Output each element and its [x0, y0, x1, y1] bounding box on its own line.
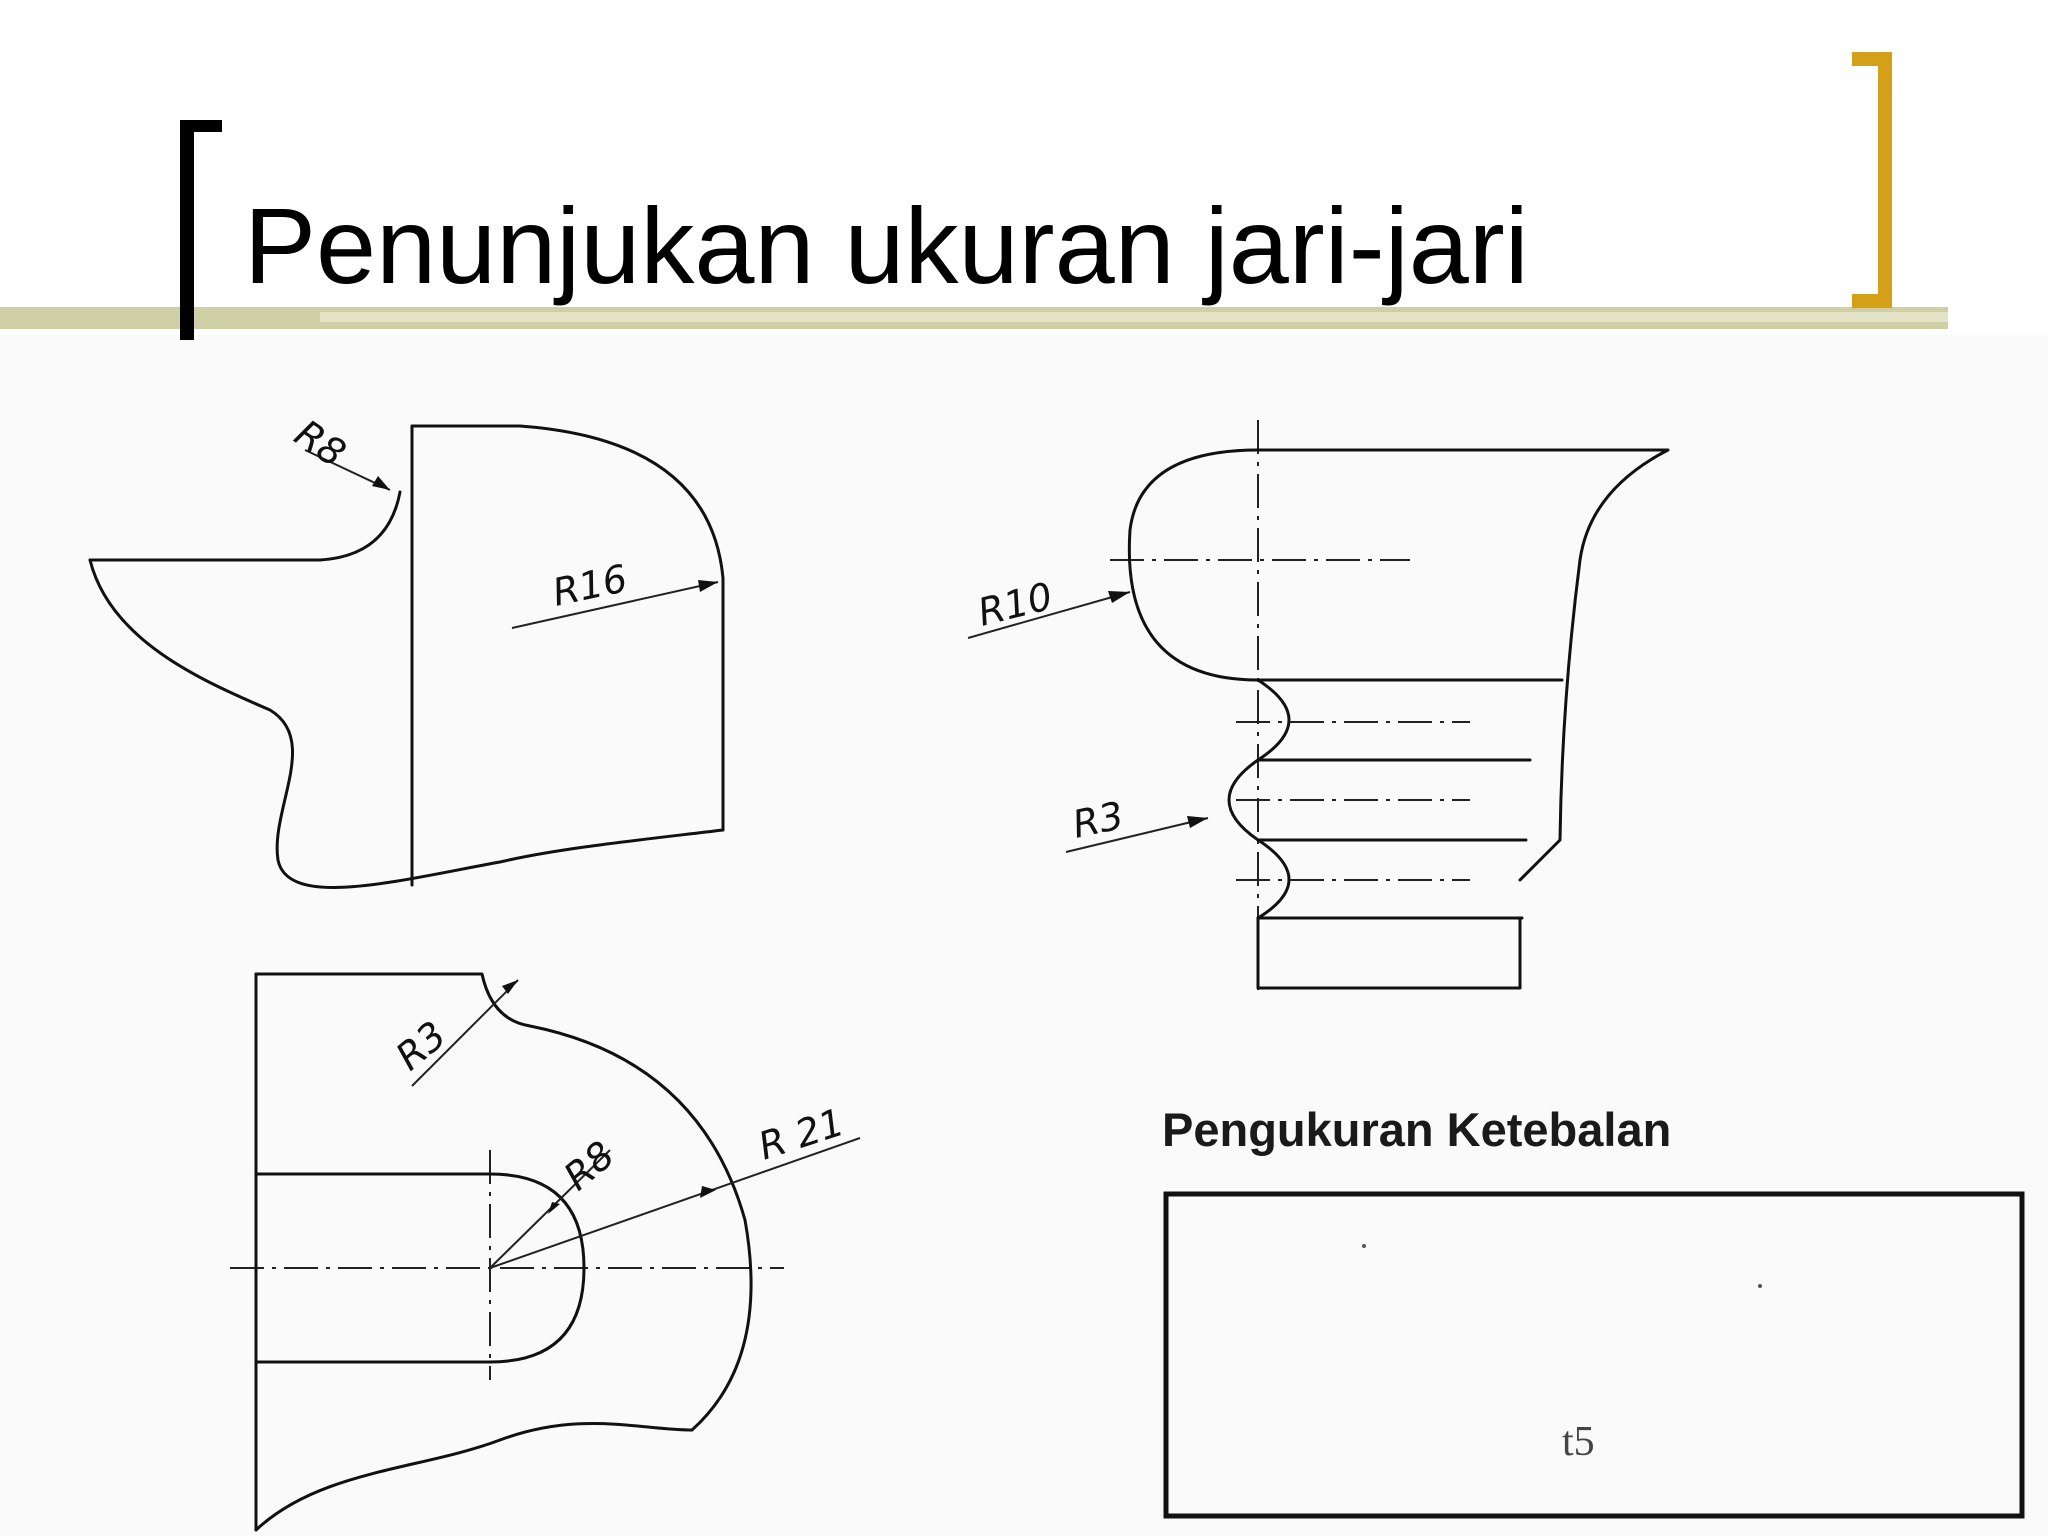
dim-label-r3-groove: R3 [1069, 793, 1128, 847]
drawing-top-right [967, 420, 1670, 990]
thickness-plate [1163, 1191, 2025, 1519]
thickness-label: t5 [1562, 1419, 1595, 1465]
title-rule-highlight [320, 312, 1948, 322]
slide-title: Penunjukan ukuran jari-jari [244, 185, 1529, 306]
drawing-area [0, 335, 2048, 1536]
left-bracket [180, 120, 222, 340]
right-bracket [1852, 52, 1892, 308]
section-heading: Pengukuran Ketebalan [1162, 1103, 1672, 1156]
drawing-bottom-left [230, 972, 861, 1532]
plate-dot [1758, 1284, 1762, 1288]
drawing-top-left [88, 424, 725, 889]
plate-dot [1362, 1244, 1366, 1248]
